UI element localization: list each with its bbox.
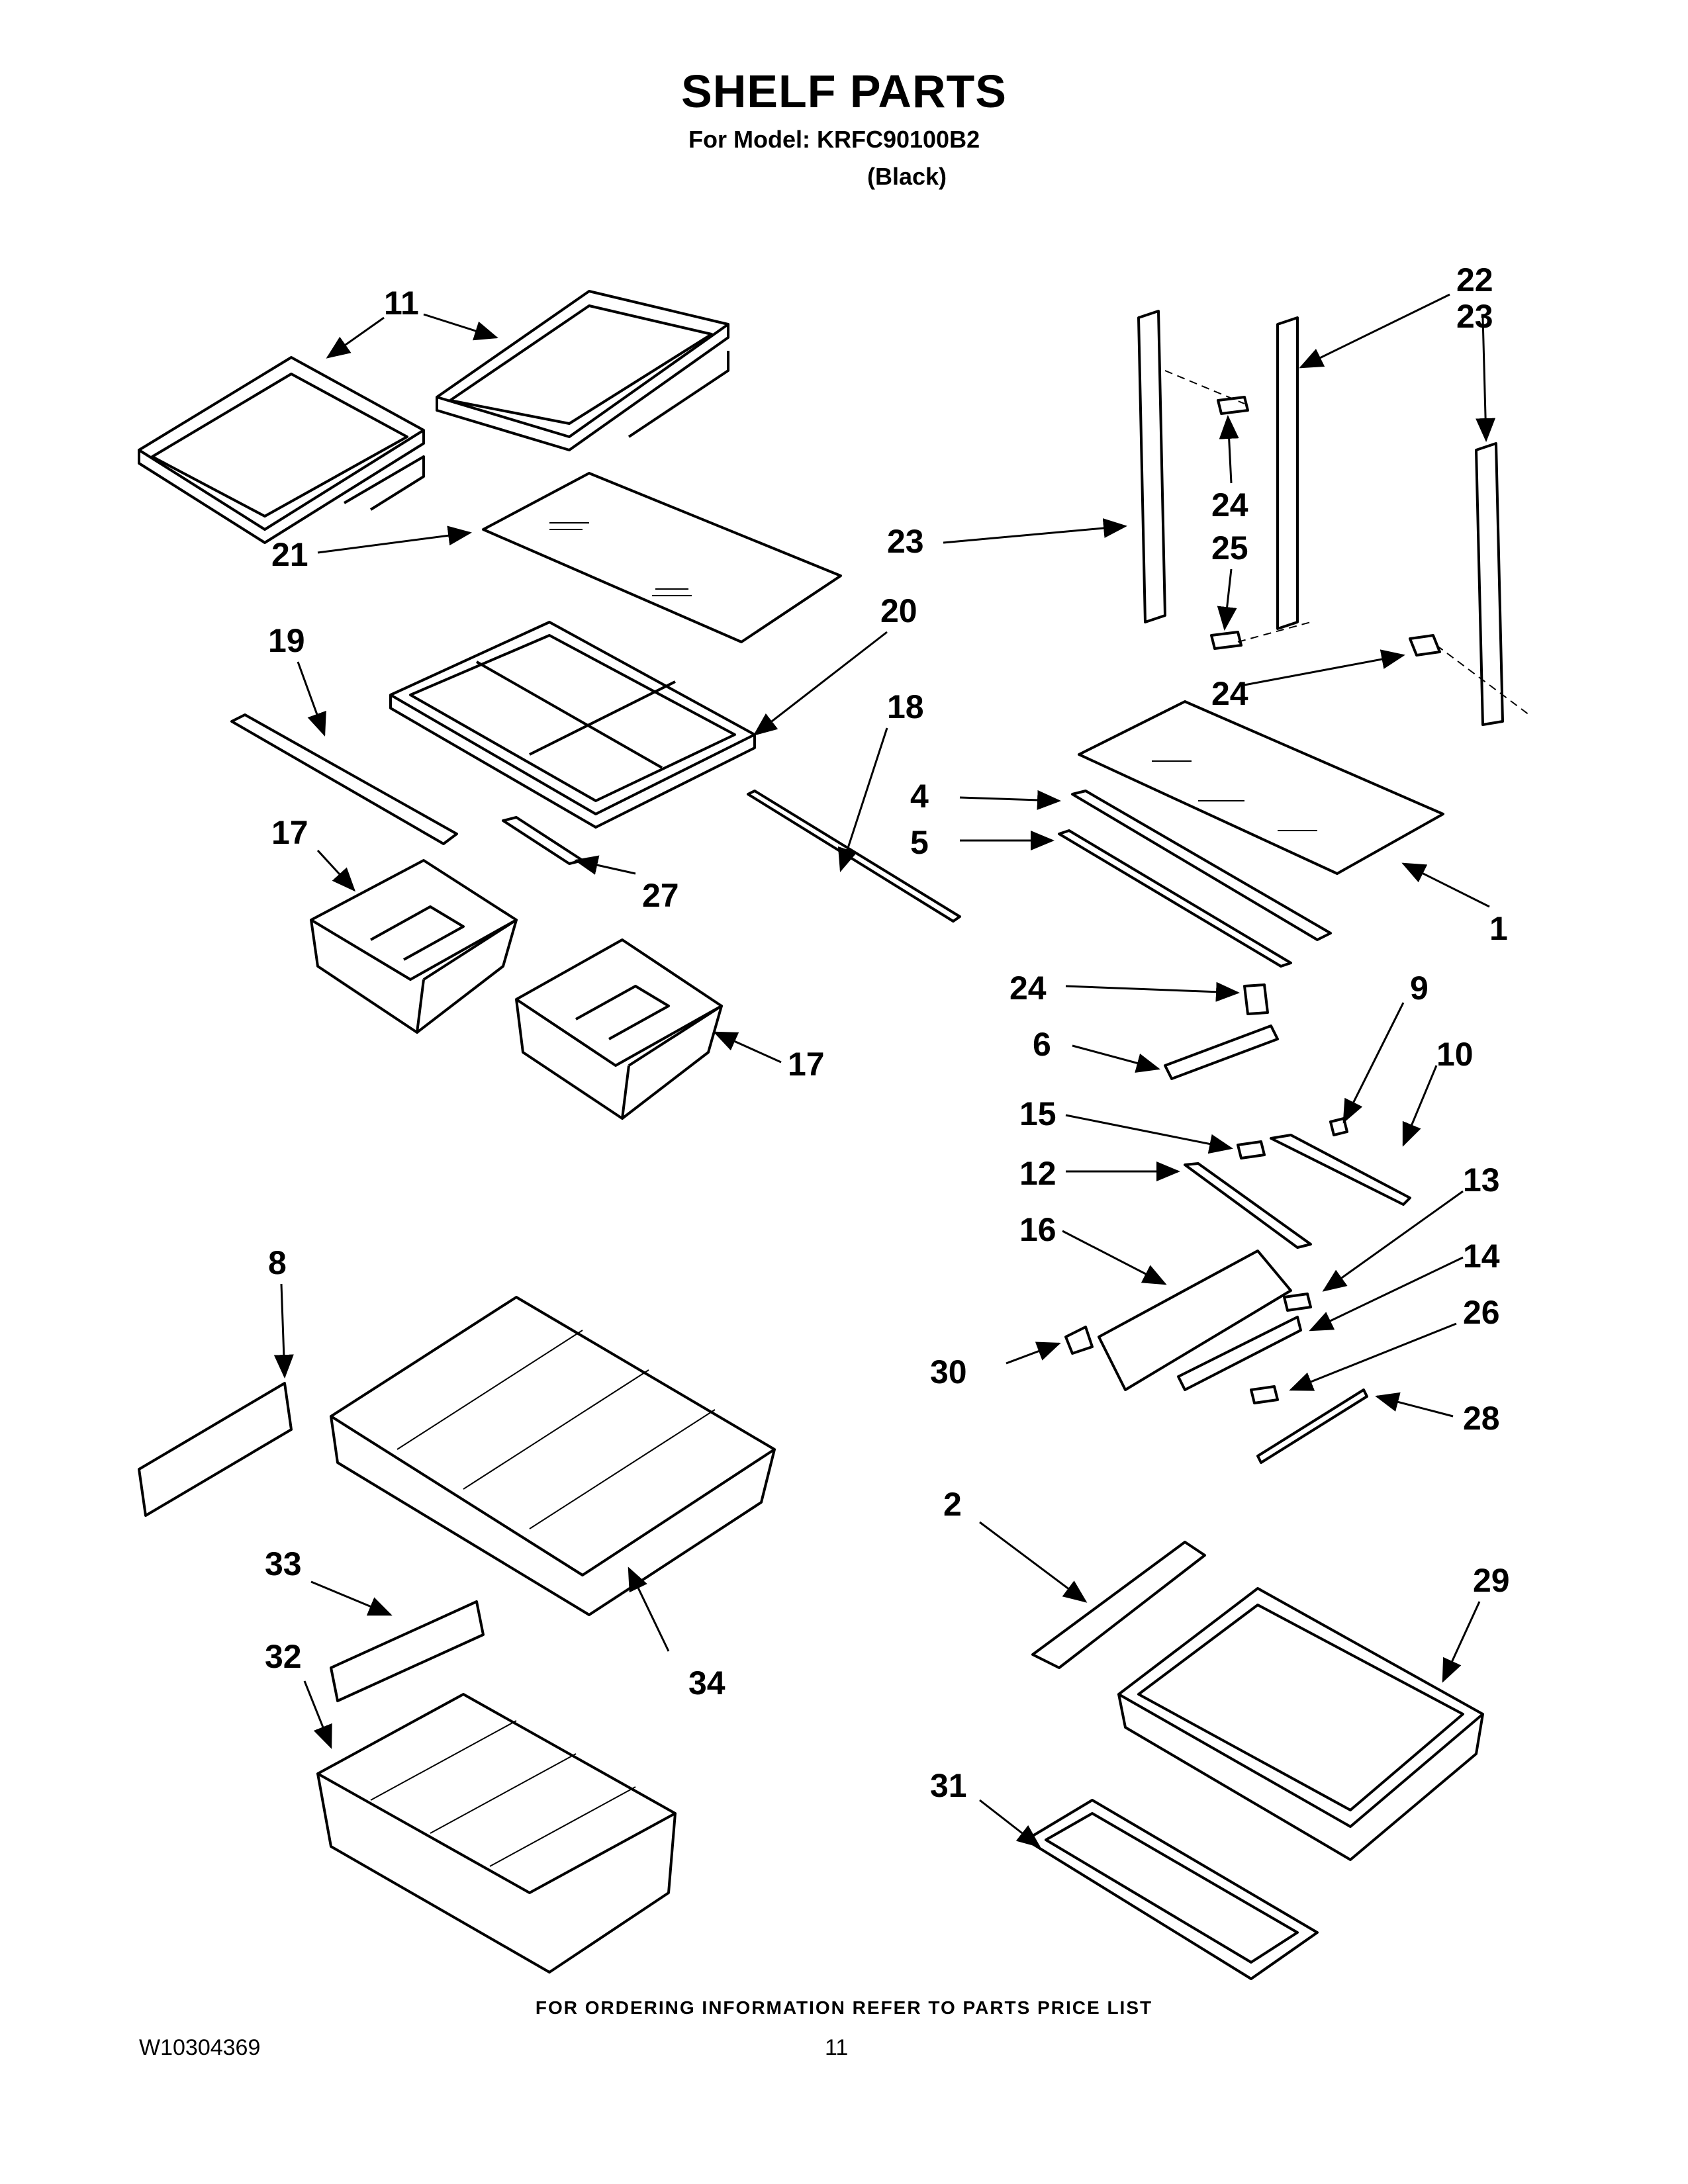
glass-shelf-lower	[1078, 700, 1444, 875]
callout-32: 32	[265, 1638, 302, 1675]
glass-shelf-upper	[482, 472, 842, 643]
drawer-handle	[1031, 1541, 1206, 1669]
callout-31: 31	[930, 1767, 967, 1804]
screw-drawer	[1250, 1385, 1279, 1404]
callout-25: 25	[1211, 529, 1248, 567]
callout-15: 15	[1019, 1095, 1056, 1132]
callout-labels: 11 21 20 19 18 27 17 17 23 22 23 24 25 2…	[265, 261, 1510, 1804]
divider-clip	[502, 816, 584, 865]
crisper-cover-frame	[389, 621, 756, 829]
color-line: (Black)	[867, 163, 947, 190]
retainer-clip	[1329, 1117, 1348, 1136]
callout-14: 14	[1463, 1238, 1500, 1275]
callout-17a: 17	[271, 814, 308, 851]
callout-1: 1	[1489, 910, 1508, 947]
callout-26: 26	[1463, 1294, 1500, 1331]
callout-23a: 23	[887, 523, 924, 560]
shelf-frame-left	[138, 356, 425, 544]
screw-middle	[1210, 631, 1243, 650]
freezer-tray	[1117, 1587, 1484, 1861]
callout-24c: 24	[1009, 970, 1047, 1007]
screw-slide	[1237, 1140, 1266, 1160]
wire-basket-upper	[330, 1296, 776, 1616]
callout-6: 6	[1033, 1026, 1051, 1063]
drawer-slide-assembly	[1098, 1250, 1292, 1391]
screw-slide-lower	[1283, 1293, 1312, 1312]
callout-22: 22	[1456, 261, 1493, 298]
drawer-rail	[1177, 1316, 1302, 1391]
screw-bracket	[1243, 983, 1269, 1015]
callout-29: 29	[1473, 1562, 1510, 1599]
wire-basket-lower	[316, 1693, 677, 1974]
drawer-front-trim	[1025, 1799, 1319, 1980]
basket-end-panel	[138, 1382, 293, 1517]
wire-link	[1184, 1162, 1312, 1249]
callout-18: 18	[887, 688, 924, 725]
shelf-trim-rear	[1058, 829, 1292, 968]
callout-8: 8	[268, 1244, 287, 1281]
callout-30: 30	[930, 1353, 967, 1390]
callout-24b: 24	[1211, 675, 1248, 712]
callout-10: 10	[1436, 1036, 1474, 1073]
wire-rod	[1256, 1388, 1368, 1464]
callout-23b: 23	[1456, 298, 1493, 335]
callout-16: 16	[1019, 1211, 1056, 1248]
shelf-frame-right	[436, 290, 729, 451]
callout-17b: 17	[788, 1046, 825, 1083]
callout-11: 11	[384, 285, 419, 322]
document-number: W10304369	[139, 2035, 261, 2060]
page-title: SHELF PARTS	[681, 66, 1007, 117]
screw-right	[1409, 634, 1441, 657]
callout-20: 20	[880, 592, 917, 629]
callout-12: 12	[1019, 1155, 1056, 1192]
crisper-drawer-right	[515, 938, 723, 1120]
basket-end-small	[330, 1600, 485, 1702]
ordering-note: FOR ORDERING INFORMATION REFER TO PARTS …	[535, 1997, 1153, 2018]
screw-upper	[1217, 396, 1249, 415]
model-line: For Model: KRFC90100B2	[688, 126, 980, 153]
callout-34: 34	[688, 1664, 726, 1702]
small-cap	[1064, 1326, 1094, 1355]
crisper-drawer-left	[310, 859, 518, 1034]
callout-2: 2	[943, 1486, 962, 1523]
callout-4: 4	[910, 778, 929, 815]
callout-21: 21	[271, 536, 308, 573]
crisper-divider-strip	[230, 713, 458, 845]
shelf-trim-front	[1071, 790, 1332, 941]
shelf-rail-right	[1475, 442, 1504, 726]
callout-9: 9	[1410, 970, 1429, 1007]
shelf-rail-left	[1137, 310, 1166, 623]
callout-19: 19	[268, 622, 305, 659]
callout-33: 33	[265, 1545, 302, 1582]
slide-rail	[1270, 1134, 1411, 1206]
callout-28: 28	[1463, 1400, 1500, 1437]
shelf-rail-center	[1276, 316, 1299, 630]
callout-13: 13	[1463, 1161, 1500, 1199]
callout-27: 27	[642, 877, 679, 914]
callout-5: 5	[910, 824, 929, 861]
page-number: 11	[825, 2035, 849, 2060]
hinge-bracket	[1164, 1024, 1279, 1080]
callout-24a: 24	[1211, 486, 1248, 523]
trim-rod	[747, 790, 961, 923]
